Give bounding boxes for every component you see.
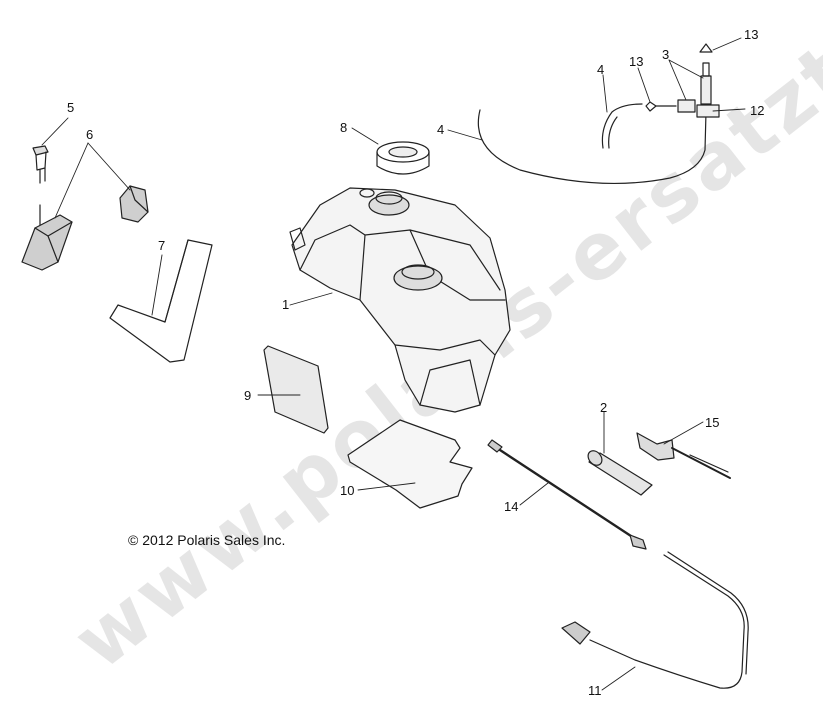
callout-2: 2 bbox=[600, 400, 608, 415]
wire-harness-part bbox=[561, 551, 749, 689]
callout-1: 1 bbox=[282, 297, 290, 312]
callout-4-lower: 4 bbox=[437, 122, 445, 137]
vent-hose-part bbox=[477, 103, 707, 185]
callout-15: 15 bbox=[705, 415, 720, 430]
callout-6: 6 bbox=[86, 127, 94, 142]
sleeve-part bbox=[587, 450, 653, 496]
clamp-part bbox=[636, 432, 731, 479]
callout-8: 8 bbox=[340, 120, 348, 135]
callout-9: 9 bbox=[244, 388, 252, 403]
callout-5: 5 bbox=[67, 100, 75, 115]
fuel-tank-part bbox=[289, 187, 511, 413]
callout-14: 14 bbox=[504, 499, 519, 514]
callout-4-upper: 4 bbox=[597, 62, 605, 77]
callout-11: 11 bbox=[588, 683, 602, 698]
callout-13-right: 13 bbox=[744, 27, 759, 42]
fuel-cap-part bbox=[376, 141, 430, 175]
copyright-text: © 2012 Polaris Sales Inc. bbox=[128, 532, 286, 548]
callout-10: 10 bbox=[340, 483, 355, 498]
pad-part bbox=[109, 239, 213, 363]
callout-7: 7 bbox=[158, 238, 166, 253]
floor-pad-part bbox=[347, 419, 473, 509]
sender-wire-part bbox=[487, 439, 647, 550]
mounting-bracket-part bbox=[21, 185, 149, 271]
callout-3: 3 bbox=[662, 47, 670, 62]
hose-fitting-part bbox=[645, 43, 720, 118]
callout-13-left: 13 bbox=[629, 54, 644, 69]
callout-12: 12 bbox=[750, 103, 765, 118]
callout-leader-lines bbox=[41, 37, 746, 691]
tank-pad-part bbox=[263, 345, 329, 434]
bolt-part bbox=[32, 145, 49, 226]
